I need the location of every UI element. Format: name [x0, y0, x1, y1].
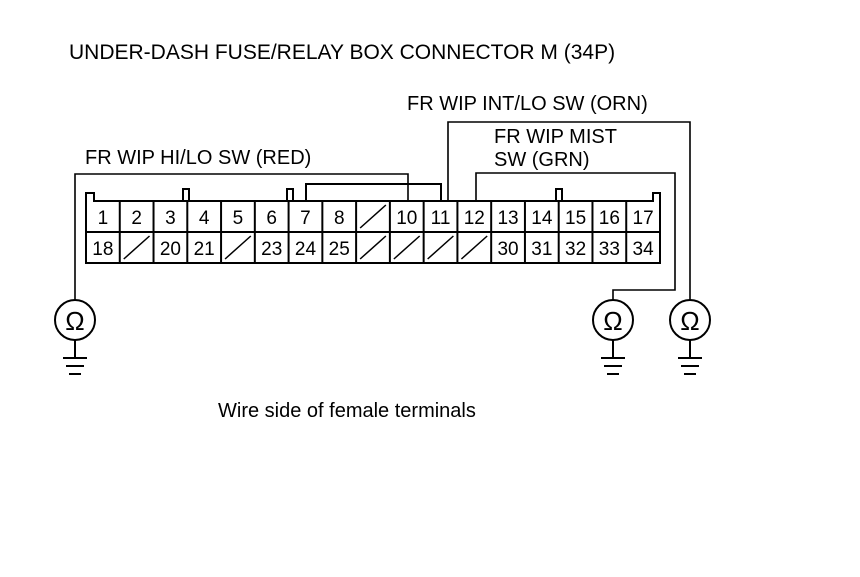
- terminal-number: 11: [431, 208, 451, 229]
- terminal-number: 34: [633, 239, 655, 260]
- terminal-number: 33: [599, 239, 620, 260]
- housing-tab: [182, 188, 190, 202]
- terminal-number: 21: [194, 239, 215, 260]
- wire-hi-lo: [74, 173, 409, 300]
- housing-key: [305, 183, 442, 201]
- terminal-number: 2: [131, 208, 142, 229]
- terminal-number: 7: [300, 208, 311, 229]
- terminal-number: 15: [565, 208, 586, 229]
- wire-int-lo: [447, 121, 691, 300]
- terminal-number: 17: [633, 208, 654, 229]
- terminal-number: 10: [396, 208, 417, 229]
- connector-housing: [85, 192, 661, 264]
- terminal-number: 8: [334, 208, 345, 229]
- terminal-number: 31: [531, 239, 552, 260]
- terminal-number: 18: [92, 239, 113, 260]
- label-fr-wip-int-lo-sw: FR WIP INT/LO SW (ORN): [407, 93, 648, 115]
- ohm-icon: Ω: [603, 306, 622, 336]
- wire-mist: [475, 172, 676, 300]
- caption: Wire side of female terminals: [218, 400, 476, 422]
- ohmmeter-middle: Ω: [592, 299, 634, 358]
- terminal-number: 5: [233, 208, 244, 229]
- terminal-number: 23: [261, 239, 282, 260]
- housing-tab: [286, 188, 294, 202]
- ground-icon: [678, 357, 702, 375]
- ground-icon: [601, 357, 625, 375]
- terminal-number: 25: [329, 239, 350, 260]
- terminal-number: 30: [497, 239, 518, 260]
- terminal-number: 16: [599, 208, 620, 229]
- terminal-number: 6: [266, 208, 277, 229]
- terminal-number: 1: [98, 208, 109, 229]
- empty-cavity-mark: [427, 235, 454, 260]
- diagram-title: UNDER-DASH FUSE/RELAY BOX CONNECTOR M (3…: [69, 41, 616, 64]
- terminal-number: 3: [165, 208, 176, 229]
- ohm-icon: Ω: [680, 306, 699, 336]
- empty-cavity-mark: [224, 235, 252, 260]
- empty-cavity-mark: [359, 235, 387, 260]
- terminal-number: 4: [199, 208, 210, 229]
- terminal-number: 14: [531, 208, 553, 229]
- empty-cavity-mark: [393, 235, 421, 260]
- terminal-number: 12: [464, 208, 485, 229]
- label-fr-wip-mist-line1: FR WIP MIST: [494, 126, 617, 148]
- label-fr-wip-hi-lo-sw: FR WIP HI/LO SW (RED): [85, 147, 312, 169]
- empty-cavity-mark: [123, 235, 151, 260]
- empty-cavity-mark: [460, 235, 488, 260]
- empty-cavity-mark: [359, 204, 387, 229]
- ohmmeter-right: Ω: [669, 299, 711, 358]
- terminal-number: 32: [565, 239, 586, 260]
- ground-icon: [63, 357, 87, 375]
- terminal-number: 20: [160, 239, 181, 260]
- label-fr-wip-mist-line2: SW (GRN): [494, 149, 590, 171]
- terminal-number: 24: [295, 239, 317, 260]
- housing-tab: [555, 188, 563, 202]
- terminal-number: 13: [497, 208, 518, 229]
- ohmmeter-left: Ω: [54, 299, 96, 358]
- ohm-icon: Ω: [65, 306, 84, 336]
